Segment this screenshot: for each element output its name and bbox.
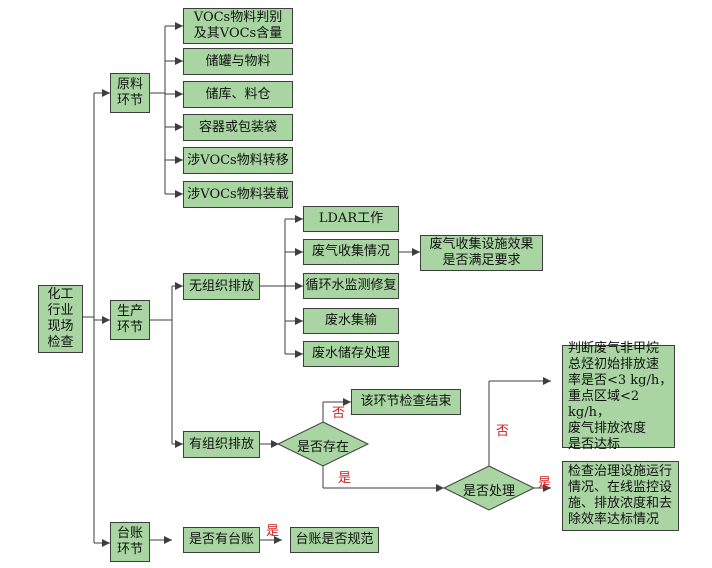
raw-item-tank: 储罐与物料 <box>183 48 293 75</box>
fugitive-item-wastewater-transport: 废水集输 <box>303 308 399 334</box>
ledger-yes-label: 是 <box>266 524 280 539</box>
raw-stage-node: 原料 环节 <box>110 73 150 113</box>
treatment-check-node: 检查治理设施运行 情况、在线监控设 施、排放浓度和去 除效率达标情况 <box>562 461 679 531</box>
fugitive-item-gas-collection: 废气收集情况 <box>303 239 399 265</box>
exists-decision: 是否存在 <box>296 440 349 455</box>
fugitive-item-cooling-water: 循环水监测修复 <box>303 273 399 299</box>
fugitive-emission-node: 无组织排放 <box>183 273 260 300</box>
treated-no-label: 否 <box>496 424 510 439</box>
collection-effect-node: 废气收集设施效果 是否满足要求 <box>420 235 543 271</box>
raw-item-loading: 涉VOCs物料装载 <box>183 181 293 208</box>
treated-yes-label: 是 <box>538 476 552 491</box>
exists-yes-label: 是 <box>338 471 352 486</box>
treated-decision: 是否处理 <box>462 484 515 499</box>
emission-judge-node: 判断废气非甲烷 总烃初始排放速 率是否<3 kg/h， 重点区域<2 kg/h，… <box>562 341 675 452</box>
has-ledger-node: 是否有台账 <box>183 527 260 553</box>
fugitive-item-ldar: LDAR工作 <box>303 206 399 232</box>
ledger-stage-node: 台账 环节 <box>110 522 150 562</box>
raw-item-container: 容器或包装袋 <box>183 114 293 141</box>
organized-emission-node: 有组织排放 <box>183 431 260 458</box>
raw-item-transfer: 涉VOCs物料转移 <box>183 147 293 174</box>
raw-item-warehouse: 储库、料仓 <box>183 81 293 108</box>
raw-item-voc-judge: VOCs物料判别 及其VOCs含量 <box>183 8 293 44</box>
ledger-standard-node: 台账是否规范 <box>290 527 379 553</box>
production-stage-node: 生产 环节 <box>110 300 150 340</box>
fugitive-item-wastewater-storage: 废水储存处理 <box>303 341 399 367</box>
exists-no-label: 否 <box>332 406 346 421</box>
check-end-node: 该环节检查结束 <box>351 389 461 415</box>
root-node: 化工 行业 现场 检查 <box>38 285 83 353</box>
